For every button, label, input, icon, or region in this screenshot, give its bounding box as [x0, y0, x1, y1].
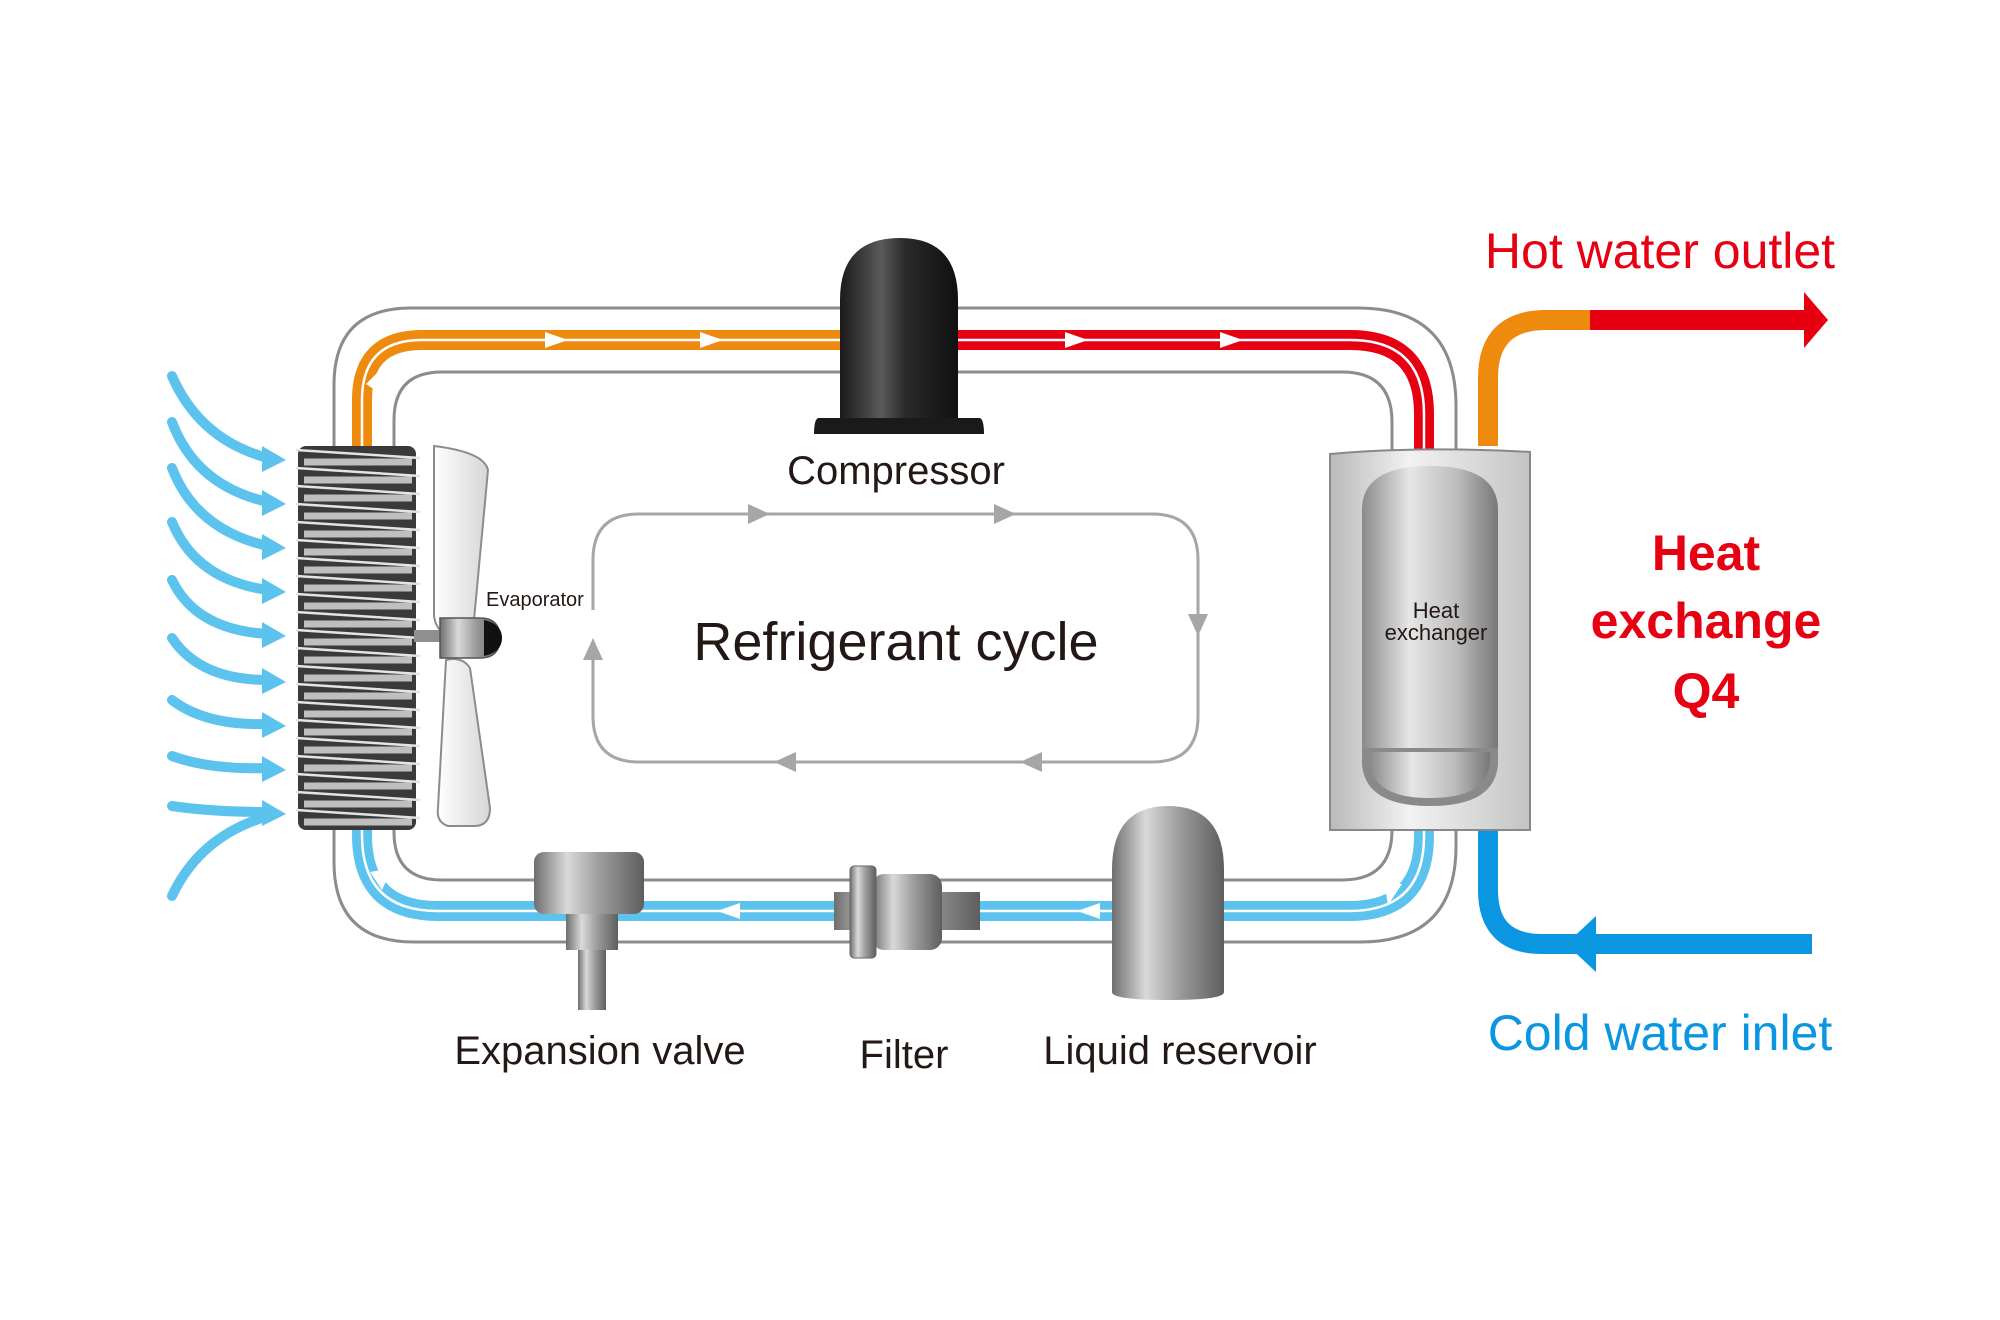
heat-exchanger-icon [1329, 448, 1531, 831]
cold-water-inlet-arrow [1566, 916, 1812, 972]
evaporator-coil-icon [295, 446, 421, 830]
refrigerant-pipe-outline [332, 306, 1458, 944]
heat-exchanger-label-line2: exchanger [1385, 620, 1488, 645]
hot-water-pipe-orange [1478, 310, 1592, 446]
fan-icon [414, 444, 502, 827]
liquid-reservoir-label: Liquid reservoir [1043, 1029, 1316, 1073]
pipe-flow-arrows [366, 332, 1402, 919]
refrigerant-cycle-label: Refrigerant cycle [693, 612, 1098, 672]
warm-refrigerant-pipe [352, 330, 860, 460]
compressor-label: Compressor [787, 449, 1005, 493]
expansion-valve-icon [534, 852, 644, 1010]
airflow-arrowheads [262, 446, 286, 826]
expansion-valve-label: Expansion valve [454, 1029, 745, 1073]
heat-exchange-label-line3: Q4 [1673, 663, 1740, 719]
airflow-arrow-icon [167, 371, 273, 901]
refrigerant-cycle-loop [583, 504, 1208, 772]
evaporator-label: Evaporator [486, 589, 584, 611]
heat-exchange-label-line2: exchange [1591, 593, 1822, 649]
filter-label: Filter [860, 1033, 949, 1077]
hot-refrigerant-pipe [940, 330, 1434, 460]
hot-water-outlet-arrow [1590, 292, 1828, 348]
filter-icon [834, 865, 980, 959]
heat-exchanger-label-line1: Heat [1413, 598, 1459, 623]
cold-water-pipe [1478, 830, 1596, 954]
cold-water-inlet-label: Cold water inlet [1488, 1005, 1833, 1061]
liquid-reservoir-icon [1112, 806, 1224, 1000]
hot-water-outlet-label: Hot water outlet [1485, 223, 1835, 279]
heat-exchange-label-line1: Heat [1652, 525, 1761, 581]
compressor-icon [814, 238, 984, 434]
